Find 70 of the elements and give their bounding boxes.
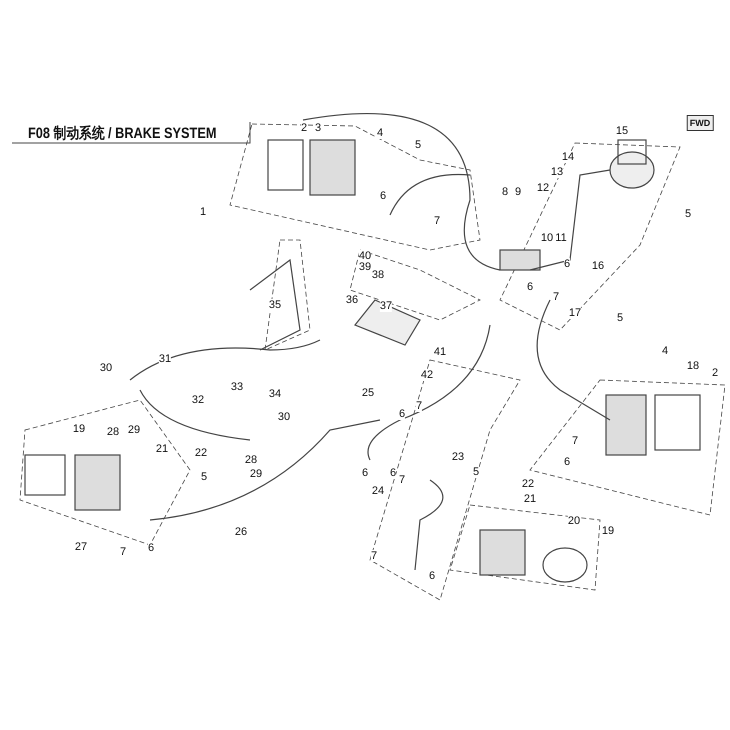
callout-number: 9 <box>514 186 522 198</box>
callout-number: 22 <box>194 447 208 459</box>
callout-number: 6 <box>398 408 406 420</box>
callout-number: 7 <box>552 291 560 303</box>
direction-sign: FWD <box>686 115 714 131</box>
callout-number: 6 <box>362 467 368 479</box>
callout-number: 6 <box>564 258 570 270</box>
callout-number: 30 <box>100 362 112 374</box>
callout-number: 7 <box>120 546 126 558</box>
callout-number: 7 <box>416 400 422 412</box>
callout-number: 6 <box>564 456 570 468</box>
callout-number: 28 <box>106 426 120 438</box>
callout-number: 4 <box>376 127 384 139</box>
callout-number: 39 <box>358 261 372 273</box>
callout-number: 7 <box>370 550 378 562</box>
callout-number: 6 <box>380 190 386 202</box>
callout-number: 2 <box>712 367 718 379</box>
callout-number: 7 <box>572 435 578 447</box>
callout-number: 3 <box>314 122 322 134</box>
callout-number: 8 <box>502 186 508 198</box>
callout-number: 21 <box>524 493 536 505</box>
callout-number: 1 <box>200 206 206 218</box>
callout-number: 14 <box>562 151 574 163</box>
callout-number: 32 <box>192 394 204 406</box>
callout-number: 10 <box>540 232 554 244</box>
callout-number: 6 <box>148 542 154 554</box>
callout-number: 5 <box>616 312 624 324</box>
callout-number: 2 <box>300 122 308 134</box>
callout-number: 28 <box>244 454 258 466</box>
callout-number: 5 <box>200 471 208 483</box>
callout-number: 37 <box>380 300 392 312</box>
callout-number: 13 <box>550 166 564 178</box>
callout-number: 22 <box>522 478 534 490</box>
callout-number: 4 <box>662 345 668 357</box>
callout-number: 19 <box>72 423 86 435</box>
callout-number: 40 <box>358 250 372 262</box>
callout-number: 24 <box>372 485 384 497</box>
callout-number: 25 <box>362 387 374 399</box>
callout-number: 26 <box>234 526 248 538</box>
callout-number: 6 <box>428 570 436 582</box>
callout-number: 7 <box>398 474 406 486</box>
callout-number: 7 <box>434 215 440 227</box>
callout-number: 6 <box>526 281 534 293</box>
callout-number: 42 <box>420 369 434 381</box>
callout-number: 31 <box>158 353 172 365</box>
callout-number: 20 <box>568 515 580 527</box>
callout-number: 29 <box>250 468 262 480</box>
callout-number: 19 <box>602 525 614 537</box>
callout-number: 41 <box>434 346 446 358</box>
callout-number: 12 <box>536 182 550 194</box>
callout-number: 29 <box>128 424 140 436</box>
callout-number: 36 <box>346 294 358 306</box>
callout-number: 21 <box>156 443 168 455</box>
callout-number: 5 <box>684 208 692 220</box>
title: F08 制动系统 / BRAKE SYSTEM <box>28 124 216 143</box>
callout-number: 5 <box>472 466 480 478</box>
callout-number: 33 <box>230 381 244 393</box>
callout-number: 16 <box>592 260 604 272</box>
callout-number: 15 <box>616 125 628 137</box>
callout-number: 6 <box>390 467 396 479</box>
callout-number: 38 <box>372 269 384 281</box>
callout-number: 5 <box>414 139 422 151</box>
callout-number: 27 <box>74 541 88 553</box>
callout-number: 23 <box>452 451 464 463</box>
callout-number: 17 <box>568 307 582 319</box>
callout-number: 34 <box>268 388 282 400</box>
callout-number: 35 <box>268 299 282 311</box>
callout-number: 18 <box>686 360 700 372</box>
callout-number: 11 <box>555 232 567 244</box>
callout-number: 30 <box>278 411 290 423</box>
